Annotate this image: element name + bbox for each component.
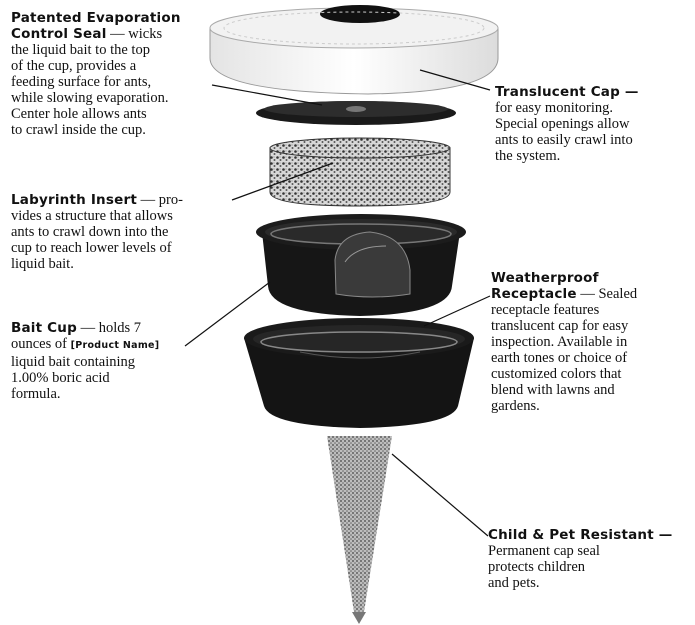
- receptacle-text-6: blend with lawns and: [491, 382, 637, 398]
- cap-text-1: Special openings allow: [495, 116, 639, 132]
- baitcup-text-0: liquid bait containing: [11, 354, 159, 370]
- cap-text-2: ants to easily crawl into: [495, 132, 639, 148]
- seal-text-2: of the cup, provides a: [11, 58, 181, 74]
- receptacle-callout: Weatherproof Receptacle — Sealed recepta…: [491, 270, 637, 414]
- child-text-1: protects children: [488, 559, 673, 575]
- child-text-0: Permanent cap seal: [488, 543, 673, 559]
- seal-text-6: to crawl inside the cup.: [11, 122, 181, 138]
- seal-text-4: while slowing evaporation.: [11, 90, 181, 106]
- baitcup-text-a: — holds 7: [81, 320, 141, 336]
- baitcup-text-b: ounces of: [11, 336, 67, 352]
- baitcup-text-2: formula.: [11, 386, 159, 402]
- labyrinth-title: Labyrinth Insert: [11, 192, 137, 208]
- child-text-2: and pets.: [488, 575, 673, 591]
- ground-stake: [327, 436, 392, 624]
- child-callout: Child & Pet Resistant — Permanent cap se…: [488, 527, 673, 591]
- translucent-cap: [210, 5, 498, 94]
- seal-text-5: Center hole allows ants: [11, 106, 181, 122]
- receptacle-text-5: customized colors that: [491, 366, 637, 382]
- child-title: Child & Pet Resistant —: [488, 527, 673, 543]
- labyrinth-text-0: — pro-: [141, 192, 183, 208]
- labyrinth-text-4: liquid bait.: [11, 256, 183, 272]
- child-leader: [392, 454, 488, 536]
- cap-text-3: the system.: [495, 148, 639, 164]
- labyrinth-text-3: cup to reach lower levels of: [11, 240, 183, 256]
- product-name-placeholder: [Product Name]: [71, 340, 160, 351]
- labyrinth-text-1: vides a structure that allows: [11, 208, 183, 224]
- receptacle-text-2: translucent cap for easy: [491, 318, 637, 334]
- seal-title-line1: Patented Evaporation: [11, 10, 181, 26]
- seal-title-line2: Control Seal: [11, 26, 107, 42]
- labyrinth-callout: Labyrinth Insert — pro- vides a structur…: [11, 192, 183, 272]
- seal-callout: Patented Evaporation Control Seal — wick…: [11, 10, 181, 138]
- evaporation-seal: [256, 101, 456, 125]
- seal-text-1: the liquid bait to the top: [11, 42, 181, 58]
- receptacle-text-0: — Sealed: [580, 286, 637, 302]
- receptacle-title-line2: Receptacle: [491, 286, 577, 302]
- receptacle-title-line1: Weatherproof: [491, 270, 637, 286]
- baitcup-title: Bait Cup: [11, 320, 77, 336]
- bait-cup: [256, 214, 466, 316]
- baitcup-text-1: 1.00% boric acid: [11, 370, 159, 386]
- receptacle-text-3: inspection. Available in: [491, 334, 637, 350]
- receptacle-text-7: gardens.: [491, 398, 637, 414]
- cap-text-0: for easy monitoring.: [495, 100, 639, 116]
- labyrinth-insert: [270, 138, 450, 206]
- cap-callout: Translucent Cap — for easy monitoring. S…: [495, 84, 639, 164]
- baitcup-callout: Bait Cup — holds 7 ounces of [Product Na…: [11, 320, 159, 402]
- labyrinth-text-2: ants to crawl down into the: [11, 224, 183, 240]
- weatherproof-receptacle: [244, 318, 474, 428]
- seal-text-3: feeding surface for ants,: [11, 74, 181, 90]
- cap-title: Translucent Cap —: [495, 84, 639, 100]
- seal-text-0: — wicks: [110, 26, 162, 42]
- receptacle-text-1: receptacle features: [491, 302, 637, 318]
- receptacle-text-4: earth tones or choice of: [491, 350, 637, 366]
